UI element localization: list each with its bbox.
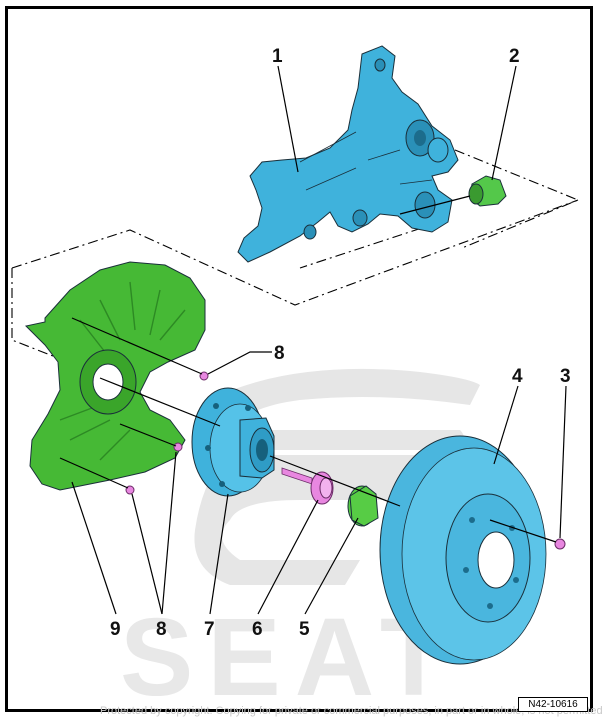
callout-3: 3: [560, 366, 571, 387]
seat-watermark-text: SEAT: [120, 596, 461, 719]
assembly-reference-lines: [11, 149, 580, 359]
callout-leaders: [71, 65, 567, 615]
callout-7: 7: [204, 619, 215, 640]
screw-icon: [125, 371, 566, 550]
callout-1: 1: [272, 46, 283, 67]
callout-2: 2: [509, 46, 520, 67]
callout-6: 6: [252, 619, 263, 640]
callout-8-top: 8: [274, 343, 285, 364]
splash-shield-icon: [24, 261, 206, 491]
copyright-notice: Protected by copyright. Copying for priv…: [100, 705, 603, 717]
wheel-hub-icon: [191, 387, 275, 497]
callout-labels: 1 2 3 4 5 6 7 8 8 9: [110, 46, 571, 640]
cap-icon: [347, 485, 379, 527]
seat-watermark-logo: SEAT: [120, 368, 480, 719]
assembly-axis-lines: [59, 195, 557, 543]
callout-5: 5: [299, 619, 310, 640]
brake-disc-icon: [379, 435, 547, 665]
wheel-bearing-housing-icon: [237, 45, 459, 263]
callout-9: 9: [110, 619, 121, 640]
hub-bolt-icon: [281, 467, 334, 505]
bushing-icon: [468, 175, 507, 207]
figure-reference: N42-10616: [518, 697, 588, 712]
callout-4: 4: [512, 366, 523, 387]
callout-8-bottom: 8: [156, 619, 167, 640]
